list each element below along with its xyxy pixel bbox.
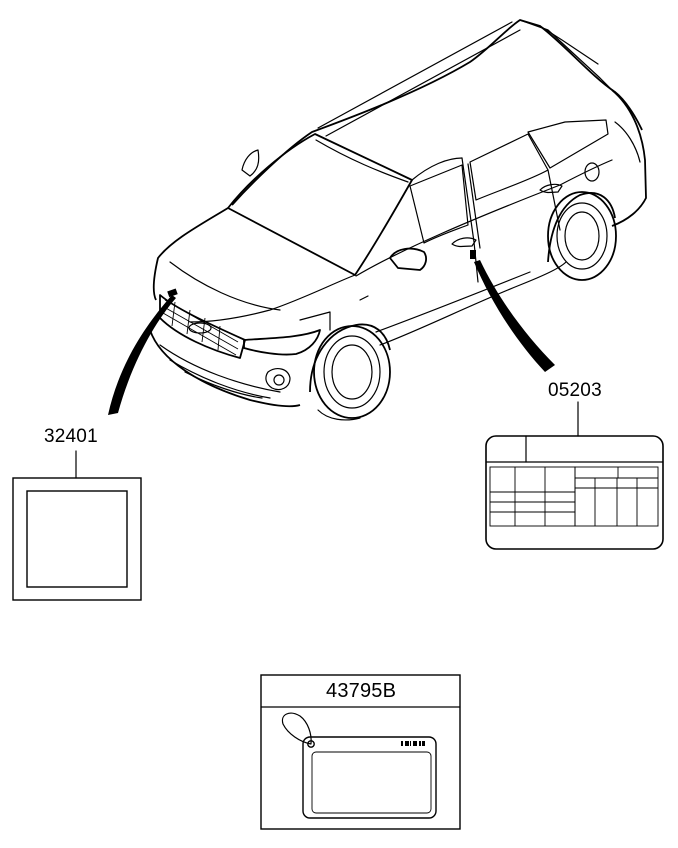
barcode-marks: [401, 741, 425, 746]
leader-tire-label: [470, 250, 555, 372]
emblem-label-square: [12, 477, 142, 601]
emblem-part-number: 32401: [44, 426, 98, 447]
car-illustration: [149, 19, 647, 421]
tire-pressure-label: [485, 435, 664, 550]
leader-emblem: [108, 288, 178, 415]
tire-label-part-number: 05203: [548, 380, 602, 401]
tag-part-number: 43795B: [326, 680, 397, 702]
tag-label-panel: [260, 674, 461, 830]
